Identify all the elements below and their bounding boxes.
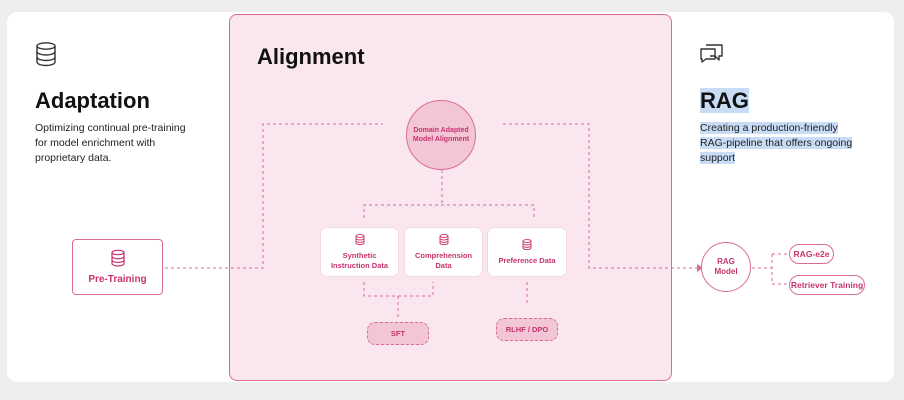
alignment-title: Alignment — [257, 44, 365, 69]
rag-output-retriever: Retriever Training — [789, 275, 865, 295]
adaptation-title: Adaptation — [35, 88, 150, 113]
connector-node-bracket — [363, 204, 535, 218]
rag-description-line: support — [700, 152, 736, 164]
chat-icon — [699, 42, 725, 64]
alignment-center-node: Domain Adapted Model Alignment — [406, 100, 476, 170]
adaptation-description-line: for model enrichment with — [35, 137, 156, 149]
rag-title: RAG — [700, 88, 749, 114]
data-node-label: Preference Data — [498, 256, 556, 265]
database-icon — [110, 249, 126, 270]
data-node-label: Comprehension — [414, 251, 473, 261]
adaptation-description-line: proprietary data. — [35, 152, 112, 164]
pretraining-node: Pre-Training — [72, 239, 163, 295]
rag-model-line: RAG — [717, 257, 735, 266]
method-rlhf-dpo: RLHF / DPO — [496, 318, 558, 341]
rag-title-text: RAG — [700, 88, 749, 113]
database-icon — [34, 41, 58, 67]
connector-sft-bracket — [363, 282, 434, 297]
database-icon — [439, 233, 449, 248]
alignment-panel — [229, 14, 672, 381]
adaptation-description: Optimizing continual pre-training for mo… — [35, 121, 186, 166]
database-icon — [355, 233, 365, 248]
method-sft: SFT — [367, 322, 429, 345]
rag-description-line: RAG-pipeline that offers ongoing — [700, 137, 853, 149]
data-node-comprehension: Comprehension Data — [405, 228, 482, 276]
arrowhead — [697, 264, 703, 272]
data-node-label: Synthetic — [342, 251, 377, 261]
rag-model-line: Model — [714, 267, 738, 276]
connector-pretraining-to-center — [165, 123, 383, 269]
rag-output-e2e: RAG-e2e — [789, 244, 834, 264]
database-icon — [522, 238, 532, 253]
pretraining-label: Pre-Training — [88, 274, 147, 285]
connector-center-to-rag — [503, 123, 700, 269]
data-node-synthetic: Synthetic Instruction Data — [321, 228, 398, 276]
center-node-line: Domain Adapted — [413, 126, 469, 134]
data-node-label: Instruction Data — [330, 260, 389, 270]
data-node-preference: Preference Data — [488, 228, 566, 276]
connector-rag-outputs — [752, 253, 788, 285]
center-node-line: Model Alignment — [412, 136, 470, 143]
adaptation-description-line: Optimizing continual pre-training — [35, 122, 186, 134]
rag-model-node: RAG Model — [701, 242, 751, 292]
data-node-label: Data — [435, 260, 452, 270]
rag-description: Creating a production-friendly RAG-pipel… — [700, 121, 853, 166]
rag-description-line: Creating a production-friendly — [700, 122, 838, 134]
